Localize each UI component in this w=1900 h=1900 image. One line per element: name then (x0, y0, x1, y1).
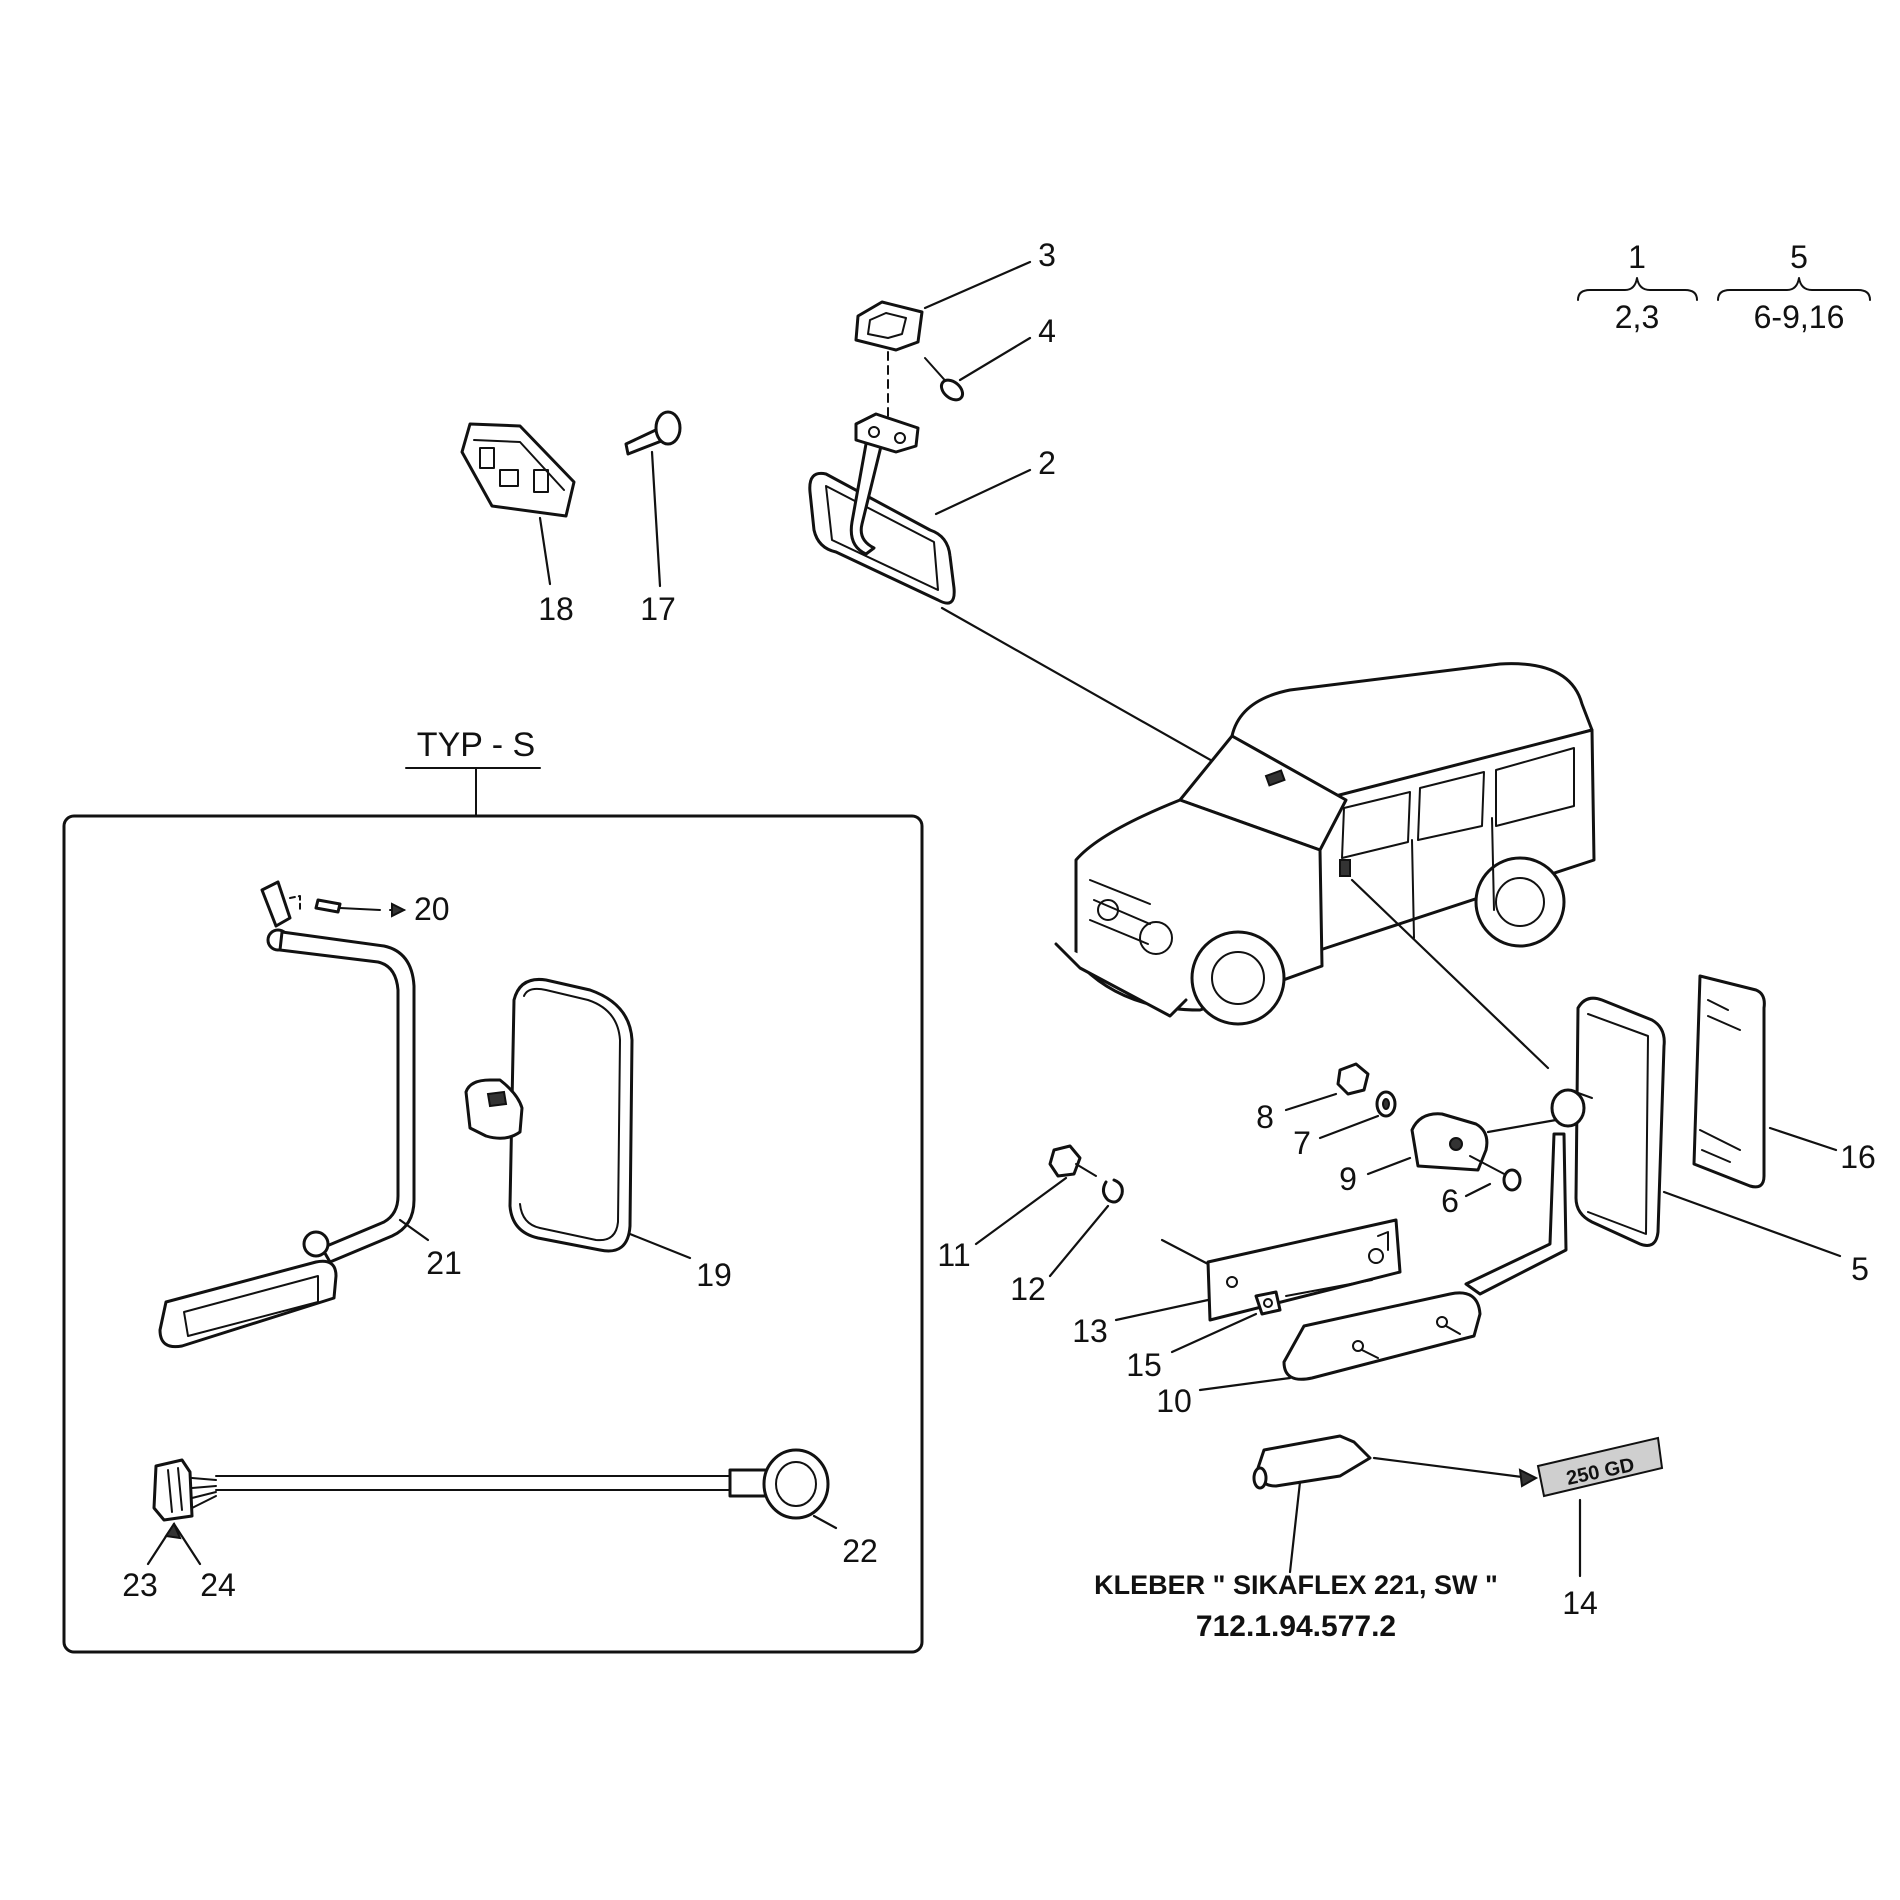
part-12-spring-washer: 12 (1010, 1178, 1124, 1307)
callout-17: 17 (640, 591, 676, 627)
part-18-clip: 18 (460, 422, 576, 627)
part-21-mirror-arm: 21 (158, 880, 462, 1349)
part-16-mirror-glass: 16 (1692, 974, 1876, 1189)
callout-7: 7 (1293, 1125, 1311, 1161)
callout-11: 11 (937, 1237, 970, 1273)
part-19-large-mirror: 19 (464, 977, 732, 1293)
group-5-children: 6-9,16 (1754, 299, 1845, 335)
callout-6: 6 (1441, 1183, 1459, 1219)
callout-5: 5 (1790, 239, 1808, 275)
part-8-nut: 8 (1256, 1062, 1370, 1135)
leader-mirror-to-vehicle (940, 606, 1262, 790)
part-6-pin: 6 (1441, 1155, 1522, 1219)
callout-10: 10 (1156, 1383, 1192, 1419)
adhesive-label: KLEBER " SIKAFLEX 221, SW " (1094, 1570, 1498, 1600)
typ-s-frame (62, 814, 924, 1654)
callout-9: 9 (1339, 1161, 1357, 1197)
callout-20: 20 (414, 891, 450, 927)
callout-21: 21 (426, 1245, 462, 1281)
part-20-screw: 20 (289, 891, 450, 927)
group-brace-5: 5 6-9,16 (1717, 239, 1871, 335)
callout-14: 14 (1562, 1585, 1598, 1621)
part-9-clamp: 9 (1339, 1112, 1558, 1197)
part-11-bolt: 11 (937, 1144, 1097, 1273)
typ-s-title: TYP - S (417, 726, 535, 764)
adhesive-tube: KLEBER " SIKAFLEX 221, SW " 712.1.94.577… (1094, 1434, 1539, 1643)
callout-2: 2 (1038, 445, 1056, 481)
part-23-24-connector: 23 24 (122, 1458, 236, 1603)
callout-3: 3 (1038, 237, 1056, 273)
typ-s-section: TYP - S (62, 726, 924, 1654)
part-7-washer: 7 (1293, 1090, 1397, 1161)
callout-8: 8 (1256, 1099, 1274, 1135)
part-14-badge: 250 GD 14 (1536, 1436, 1664, 1621)
vehicle-illustration (1054, 662, 1596, 1026)
adhesive-part-number: 712.1.94.577.2 (1196, 1610, 1396, 1643)
part-15-bracket: 15 (1126, 1279, 1373, 1383)
callout-12: 12 (1010, 1271, 1046, 1307)
part-10-mirror-base: 10 (1156, 1291, 1482, 1419)
part-22-cable: 22 (215, 1448, 878, 1569)
part-17-screw: 17 (624, 410, 682, 627)
part-2-interior-mirror: 2 (808, 412, 1056, 605)
part-3-mount-cover: 3 (854, 237, 1056, 352)
callout-22: 22 (842, 1533, 878, 1569)
callout-19: 19 (696, 1257, 732, 1293)
callout-16: 16 (1840, 1139, 1876, 1175)
callout-15: 15 (1126, 1347, 1162, 1383)
leader-vehicle-to-exterior-mirror (1350, 878, 1550, 1070)
callout-18: 18 (538, 591, 574, 627)
callout-4: 4 (1038, 313, 1056, 349)
part-5-exterior-mirror: 5 (1464, 996, 1869, 1296)
group-1-children: 2,3 (1615, 299, 1659, 335)
callout-5b: 5 (1851, 1251, 1869, 1287)
part-4-screw: 4 (924, 313, 1056, 402)
callout-24: 24 (200, 1567, 236, 1603)
callout-1: 1 (1628, 239, 1646, 275)
callout-23: 23 (122, 1567, 158, 1603)
group-brace-1: 1 2,3 (1577, 239, 1698, 335)
callout-13: 13 (1072, 1313, 1108, 1349)
